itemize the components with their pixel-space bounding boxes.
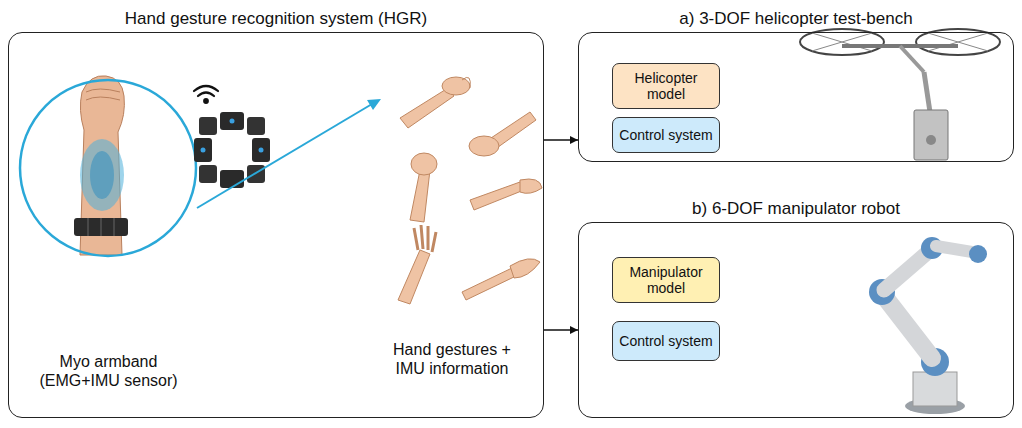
box-text: Helicopter model — [619, 70, 713, 102]
control-box: Control system — [612, 117, 720, 153]
helicopter-test-bench — [800, 29, 1000, 160]
arm-illustration — [74, 76, 128, 255]
box-heading: Hand gesture recognition system (HGR) — [9, 9, 543, 29]
box-heading: b) 6-DOF manipulator robot — [579, 199, 1013, 219]
zoom-arrow — [197, 99, 381, 208]
application-box: a) 3-DOF helicopter test-benchHelicopter… — [578, 32, 1014, 162]
flow-arrow — [544, 329, 578, 331]
caption-label: Myo armband (EMG+IMU sensor) — [36, 352, 181, 390]
wireless-icon — [194, 86, 218, 103]
flow-arrow — [544, 139, 578, 141]
zoom-circle — [20, 80, 196, 256]
gesture-hands — [398, 77, 542, 304]
box-text: Manipulator model — [619, 264, 713, 296]
model-box: Manipulator model — [612, 257, 720, 303]
application-box: b) 6-DOF manipulator robotManipulator mo… — [578, 222, 1014, 418]
box-heading: a) 3-DOF helicopter test-bench — [579, 9, 1013, 29]
box-text: Control system — [619, 127, 712, 143]
manipulator-robot — [869, 237, 987, 414]
myo-device — [194, 112, 270, 188]
control-box: Control system — [612, 321, 720, 361]
caption-label: Hand gestures + IMU information — [386, 340, 518, 378]
model-box: Helicopter model — [612, 63, 720, 109]
box-text: Control system — [619, 333, 712, 349]
